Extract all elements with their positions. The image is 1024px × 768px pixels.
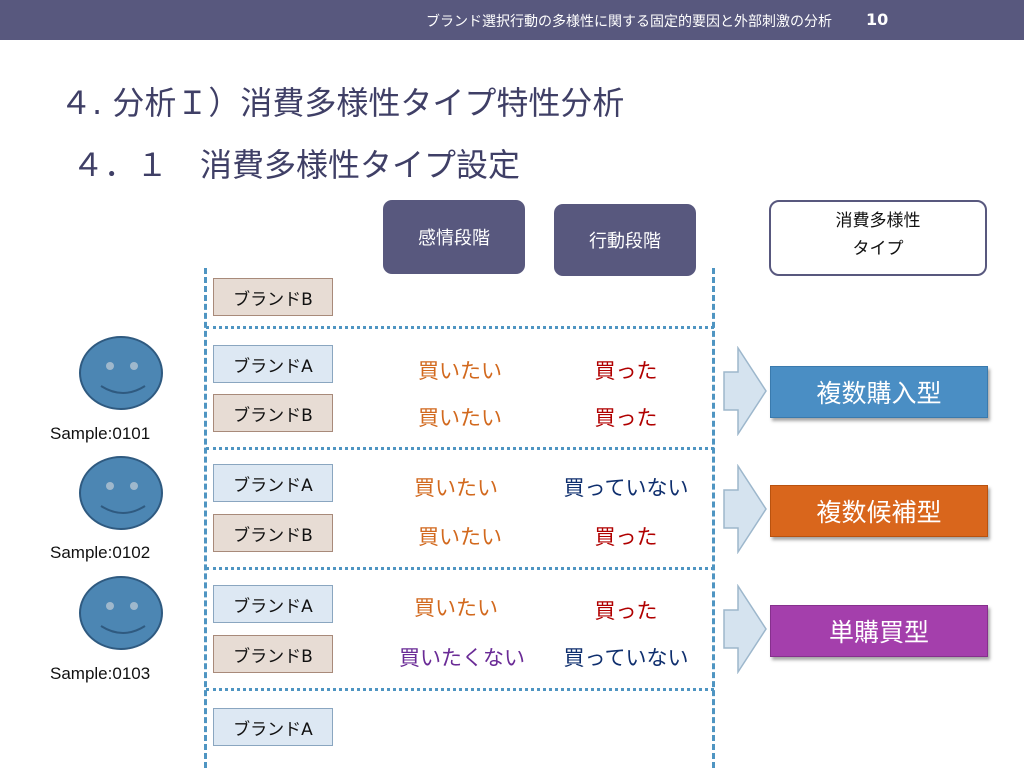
emotion-cell: 買いたい [418, 525, 502, 549]
action-cell: 買っていない [563, 476, 689, 500]
action-stage-header: 行動段階 [554, 204, 696, 276]
brand-label: ブランドB [213, 635, 333, 673]
right-arrow-icon [723, 346, 767, 436]
row-divider [206, 326, 714, 329]
diversity-type-label-2: タイプ [852, 239, 904, 259]
type-badge-multi-purchase: 複数購入型 [770, 366, 988, 418]
smiley-face-icon [79, 336, 163, 410]
emotion-stage-label: 感情段階 [418, 228, 490, 249]
smiley-face-icon [79, 456, 163, 530]
action-cell: 買った [594, 359, 658, 383]
brand-a-bottom-label: ブランドA [213, 708, 333, 746]
section-heading: ４. 分析Ｉ）消費多様性タイプ特性分析 [60, 84, 625, 122]
action-cell: 買った [594, 525, 658, 549]
right-arrow-icon [723, 464, 767, 554]
emotion-stage-header: 感情段階 [383, 200, 525, 274]
brand-label: ブランドA [213, 345, 333, 383]
brand-label: ブランドB [213, 394, 333, 432]
brand-label: ブランドB [213, 514, 333, 552]
page-number: 10 [866, 10, 889, 29]
action-cell: 買った [594, 599, 658, 623]
brand-b-top-label: ブランドB [213, 278, 333, 316]
brand-label: ブランドA [213, 585, 333, 623]
right-divider-line [712, 268, 715, 768]
header-bar: ブランド選択行動の多様性に関する固定的要因と外部刺激の分析 10 [0, 0, 1024, 40]
row-divider [206, 567, 714, 570]
action-stage-label: 行動段階 [589, 231, 661, 252]
right-arrow-icon [723, 584, 767, 674]
sample-label: Sample:0103 [50, 664, 151, 683]
emotion-cell: 買いたい [418, 359, 502, 383]
sample-label: Sample:0102 [50, 543, 151, 562]
left-divider-line [204, 268, 207, 768]
emotion-cell: 買いたい [414, 476, 498, 500]
slide-title: ブランド選択行動の多様性に関する固定的要因と外部刺激の分析 [426, 14, 832, 30]
row-divider [206, 688, 714, 691]
subsection-heading: ４．１ 消費多様性タイプ設定 [72, 146, 521, 184]
row-divider [206, 447, 714, 450]
action-cell: 買った [594, 406, 658, 430]
action-cell: 買っていない [563, 646, 689, 670]
emotion-cell: 買いたい [414, 596, 498, 620]
diversity-type-header: 消費多様性 タイプ [769, 200, 987, 276]
smiley-face-icon [79, 576, 163, 650]
brand-label: ブランドA [213, 464, 333, 502]
emotion-cell: 買いたくない [399, 646, 525, 670]
type-badge-single-purchase: 単購買型 [770, 605, 988, 657]
emotion-cell: 買いたい [418, 406, 502, 430]
type-badge-multi-candidate: 複数候補型 [770, 485, 988, 537]
sample-label: Sample:0101 [50, 424, 151, 443]
diversity-type-label-1: 消費多様性 [835, 211, 921, 231]
